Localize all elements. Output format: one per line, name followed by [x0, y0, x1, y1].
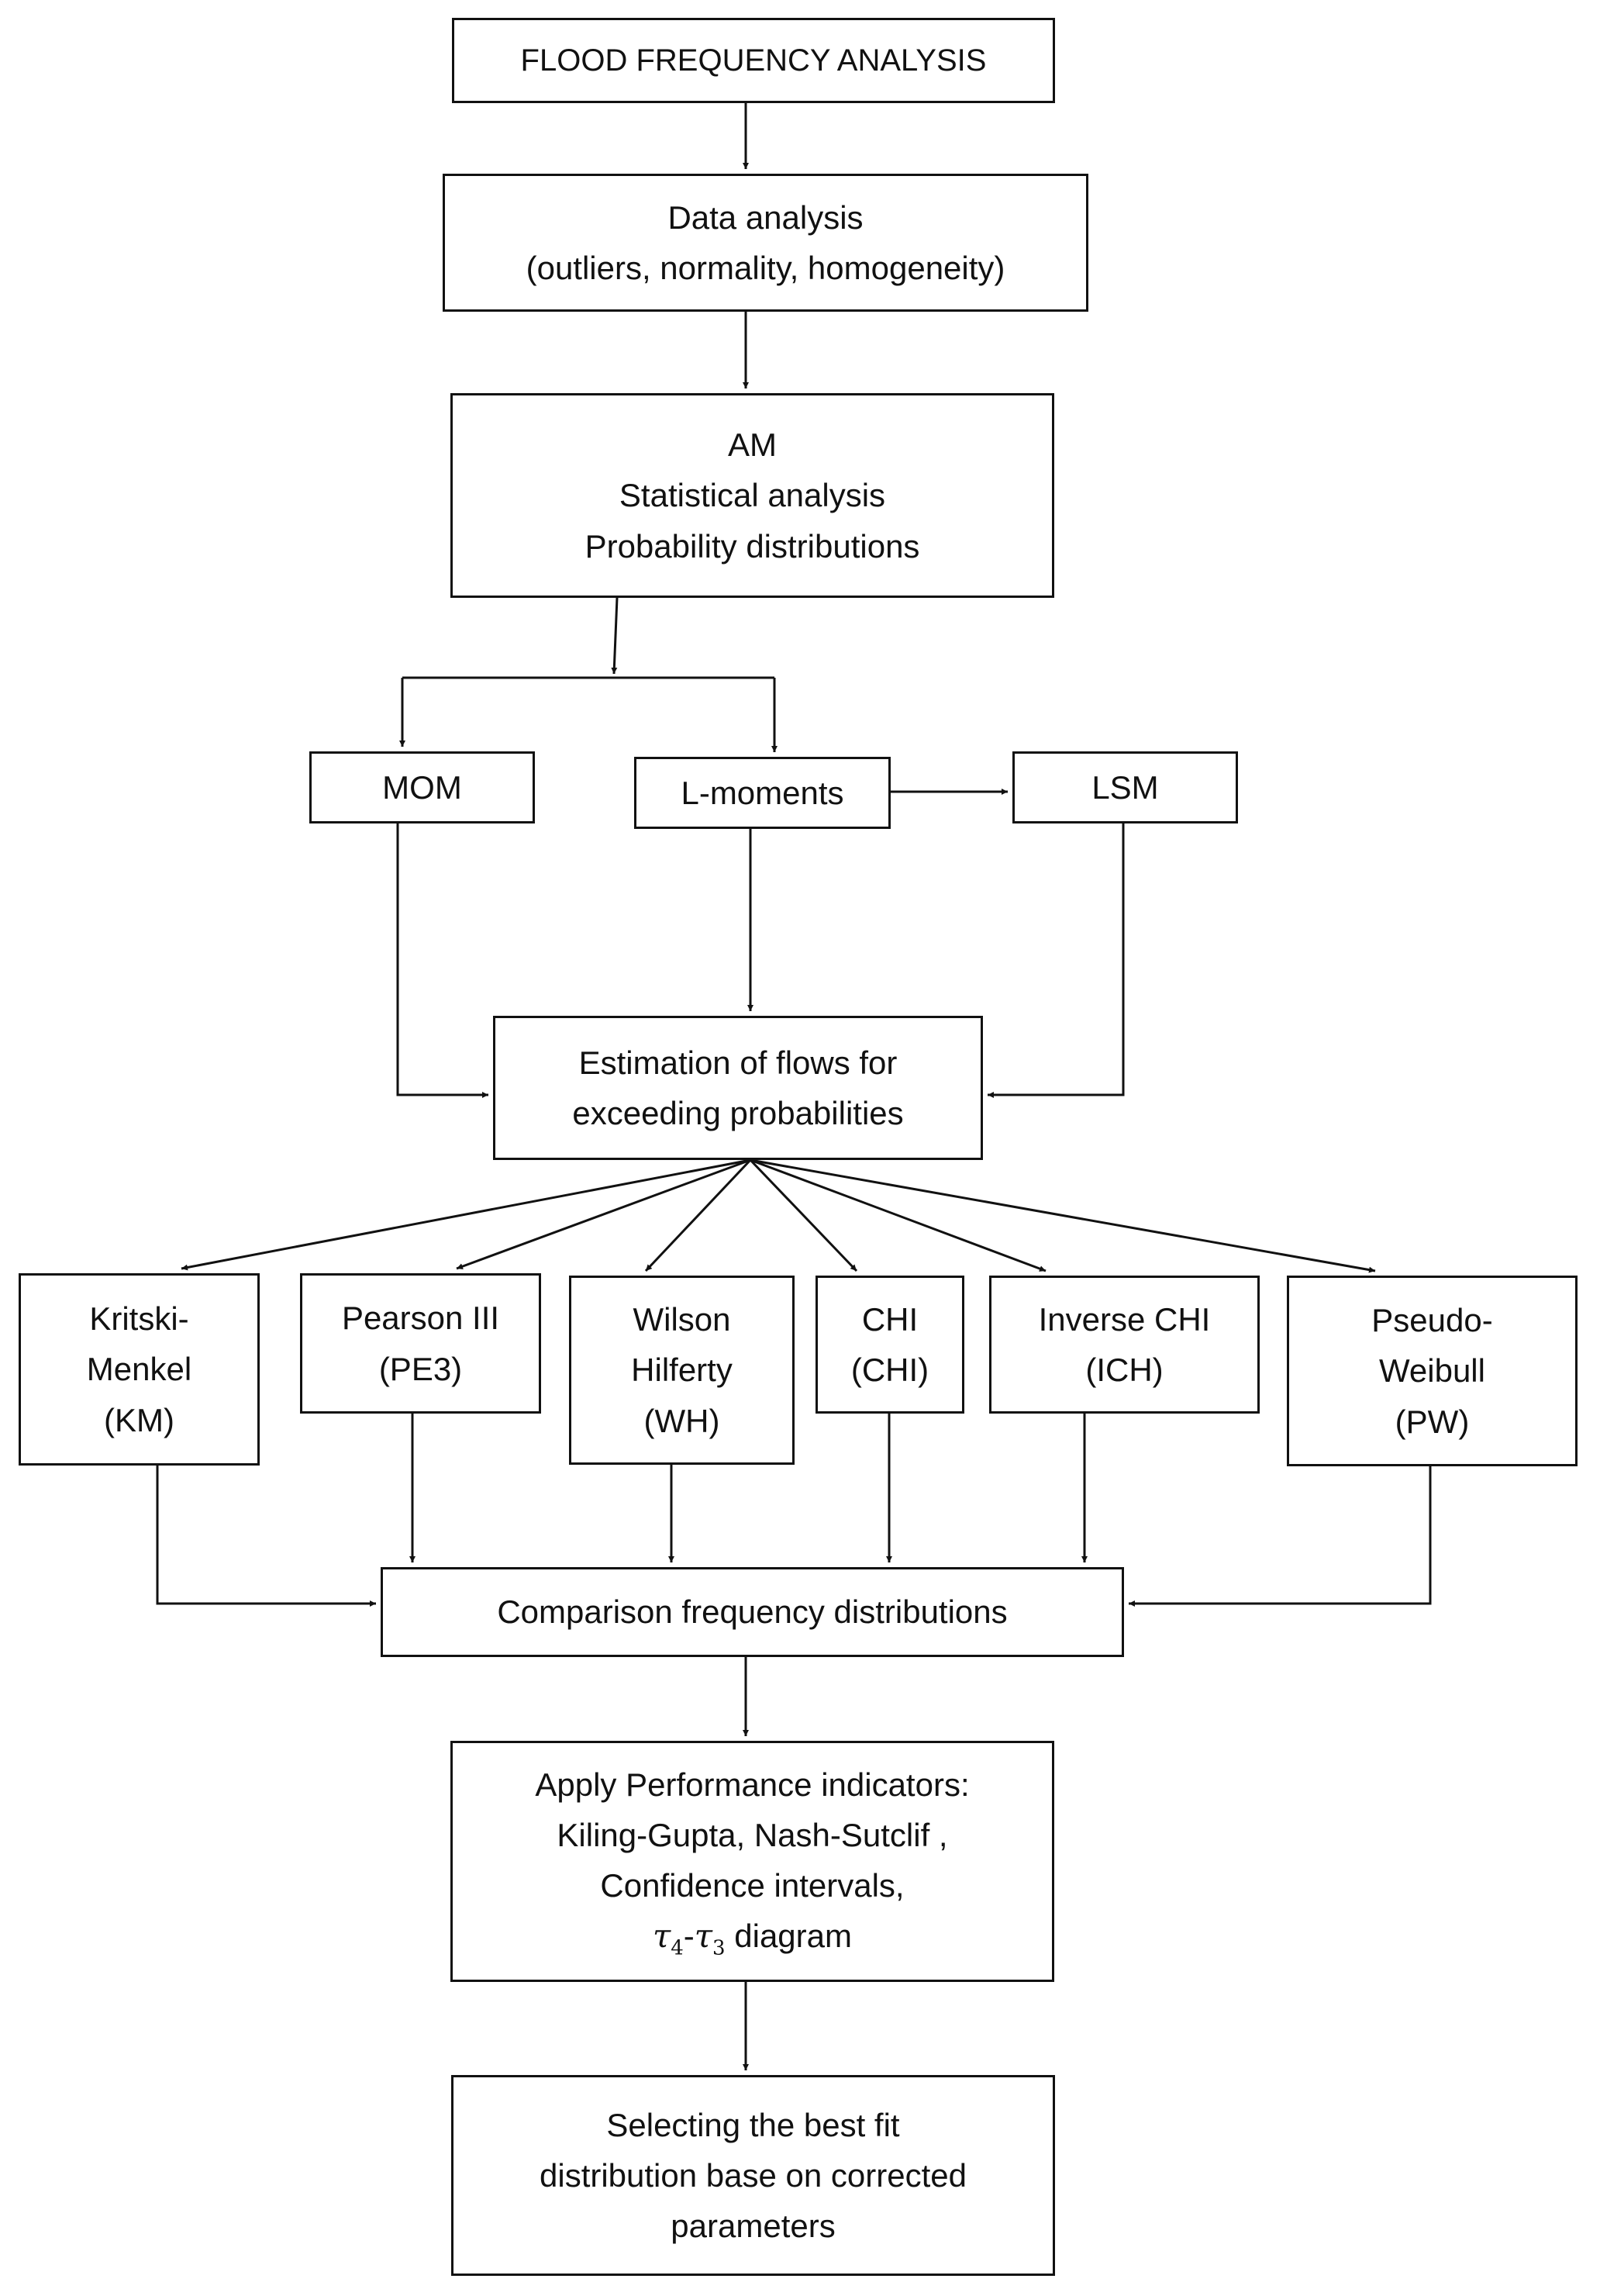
- node-lsm: LSM: [1012, 751, 1238, 823]
- node-label: L-moments: [681, 774, 844, 811]
- node-inverse-chi: Inverse CHI (ICH): [989, 1276, 1260, 1414]
- node-label: Statistical analysis: [619, 477, 886, 514]
- edge-mom-to-estimation: [396, 823, 488, 1098]
- node-label: MOM: [382, 768, 462, 806]
- tau-dash: -: [683, 1917, 695, 1954]
- node-label: (PW): [1395, 1403, 1470, 1440]
- node-label: Menkel: [86, 1351, 192, 1388]
- tau-subscript: 3: [712, 1936, 726, 1960]
- tau-diagram-label: τ4-τ3 diagram: [653, 1911, 852, 1964]
- tau-symbol: τ: [653, 1916, 671, 1955]
- node-label: (ICH): [1085, 1352, 1164, 1388]
- node-label: Inverse CHI: [1038, 1300, 1211, 1338]
- tau-symbol: τ: [694, 1916, 713, 1955]
- node-comparison-frequency-distributions: Comparison frequency distributions: [381, 1567, 1124, 1657]
- node-label: Pearson III: [341, 1300, 500, 1337]
- edge-estimation-to-km: [181, 1158, 751, 1271]
- node-wilson-hilferty: Wilson Hilferty (WH): [569, 1276, 795, 1465]
- node-selecting-best-fit: Selecting the best fit distribution base…: [451, 2075, 1055, 2276]
- edge-estimation-to-wh: [644, 1158, 752, 1272]
- node-estimation-of-flows: Estimation of flows for exceeding probab…: [493, 1016, 983, 1160]
- node-label: Comparison frequency distributions: [497, 1593, 1008, 1631]
- node-label: Kritski-: [89, 1300, 189, 1338]
- node-label: Confidence intervals,: [600, 1866, 905, 1904]
- node-label: AM: [728, 426, 777, 464]
- tau-suffix: diagram: [725, 1917, 852, 1954]
- node-label: distribution base on corrected: [540, 2156, 967, 2194]
- node-kritski-menkel: Kritski- Menkel (KM): [19, 1273, 260, 1466]
- node-label: Selecting the best fit: [606, 2106, 900, 2143]
- edge-km-to-comparison: [156, 1466, 376, 1607]
- edge-am-to-branch: [611, 597, 619, 675]
- node-flood-frequency-analysis: FLOOD FREQUENCY ANALYSIS: [452, 18, 1055, 103]
- node-label: (outliers, normality, homogeneity): [526, 250, 1005, 286]
- edge-estimation-to-chi: [749, 1158, 858, 1272]
- node-label: Kiling-Gupta, Nash-Sutclif ,: [557, 1816, 948, 1853]
- edge-lsm-to-estimation: [988, 823, 1125, 1098]
- node-label: Estimation of flows for: [578, 1044, 898, 1081]
- node-label: Apply Performance indicators:: [535, 1766, 970, 1803]
- node-label: Hilferty: [631, 1352, 733, 1389]
- node-label: Wilson: [633, 1301, 731, 1338]
- node-label: (KM): [104, 1401, 174, 1438]
- node-chi: CHI (CHI): [816, 1276, 964, 1414]
- node-label: FLOOD FREQUENCY ANALYSIS: [520, 43, 987, 78]
- node-label: Pseudo-: [1371, 1302, 1493, 1339]
- node-label: LSM: [1091, 768, 1159, 806]
- node-mom: MOM: [309, 751, 535, 823]
- edge-pw-to-comparison: [1129, 1466, 1432, 1607]
- node-pearson-iii: Pearson III (PE3): [300, 1273, 541, 1414]
- node-label: (WH): [643, 1402, 720, 1439]
- node-label: exceeding probabilities: [572, 1095, 904, 1131]
- node-label: Data analysis: [667, 199, 864, 236]
- node-performance-indicators: Apply Performance indicators: Kiling-Gup…: [450, 1741, 1054, 1982]
- edge-estimation-to-pe3: [456, 1158, 751, 1270]
- node-am-statistical-analysis: AM Statistical analysis Probability dist…: [450, 393, 1054, 598]
- node-label: (PE3): [378, 1350, 463, 1387]
- node-label: Weibull: [1379, 1352, 1485, 1390]
- node-pseudo-weibull: Pseudo- Weibull (PW): [1287, 1276, 1578, 1466]
- node-label: (CHI): [850, 1352, 929, 1388]
- node-label: parameters: [671, 2208, 836, 2245]
- edge-estimation-to-pw: [750, 1158, 1376, 1273]
- edge-estimation-to-ich: [750, 1158, 1047, 1272]
- node-label: CHI: [861, 1300, 919, 1338]
- node-data-analysis: Data analysis (outliers, normality, homo…: [443, 174, 1088, 312]
- node-label: Probability distributions: [584, 527, 920, 565]
- tau-subscript: 4: [671, 1936, 684, 1960]
- node-l-moments: L-moments: [634, 757, 891, 829]
